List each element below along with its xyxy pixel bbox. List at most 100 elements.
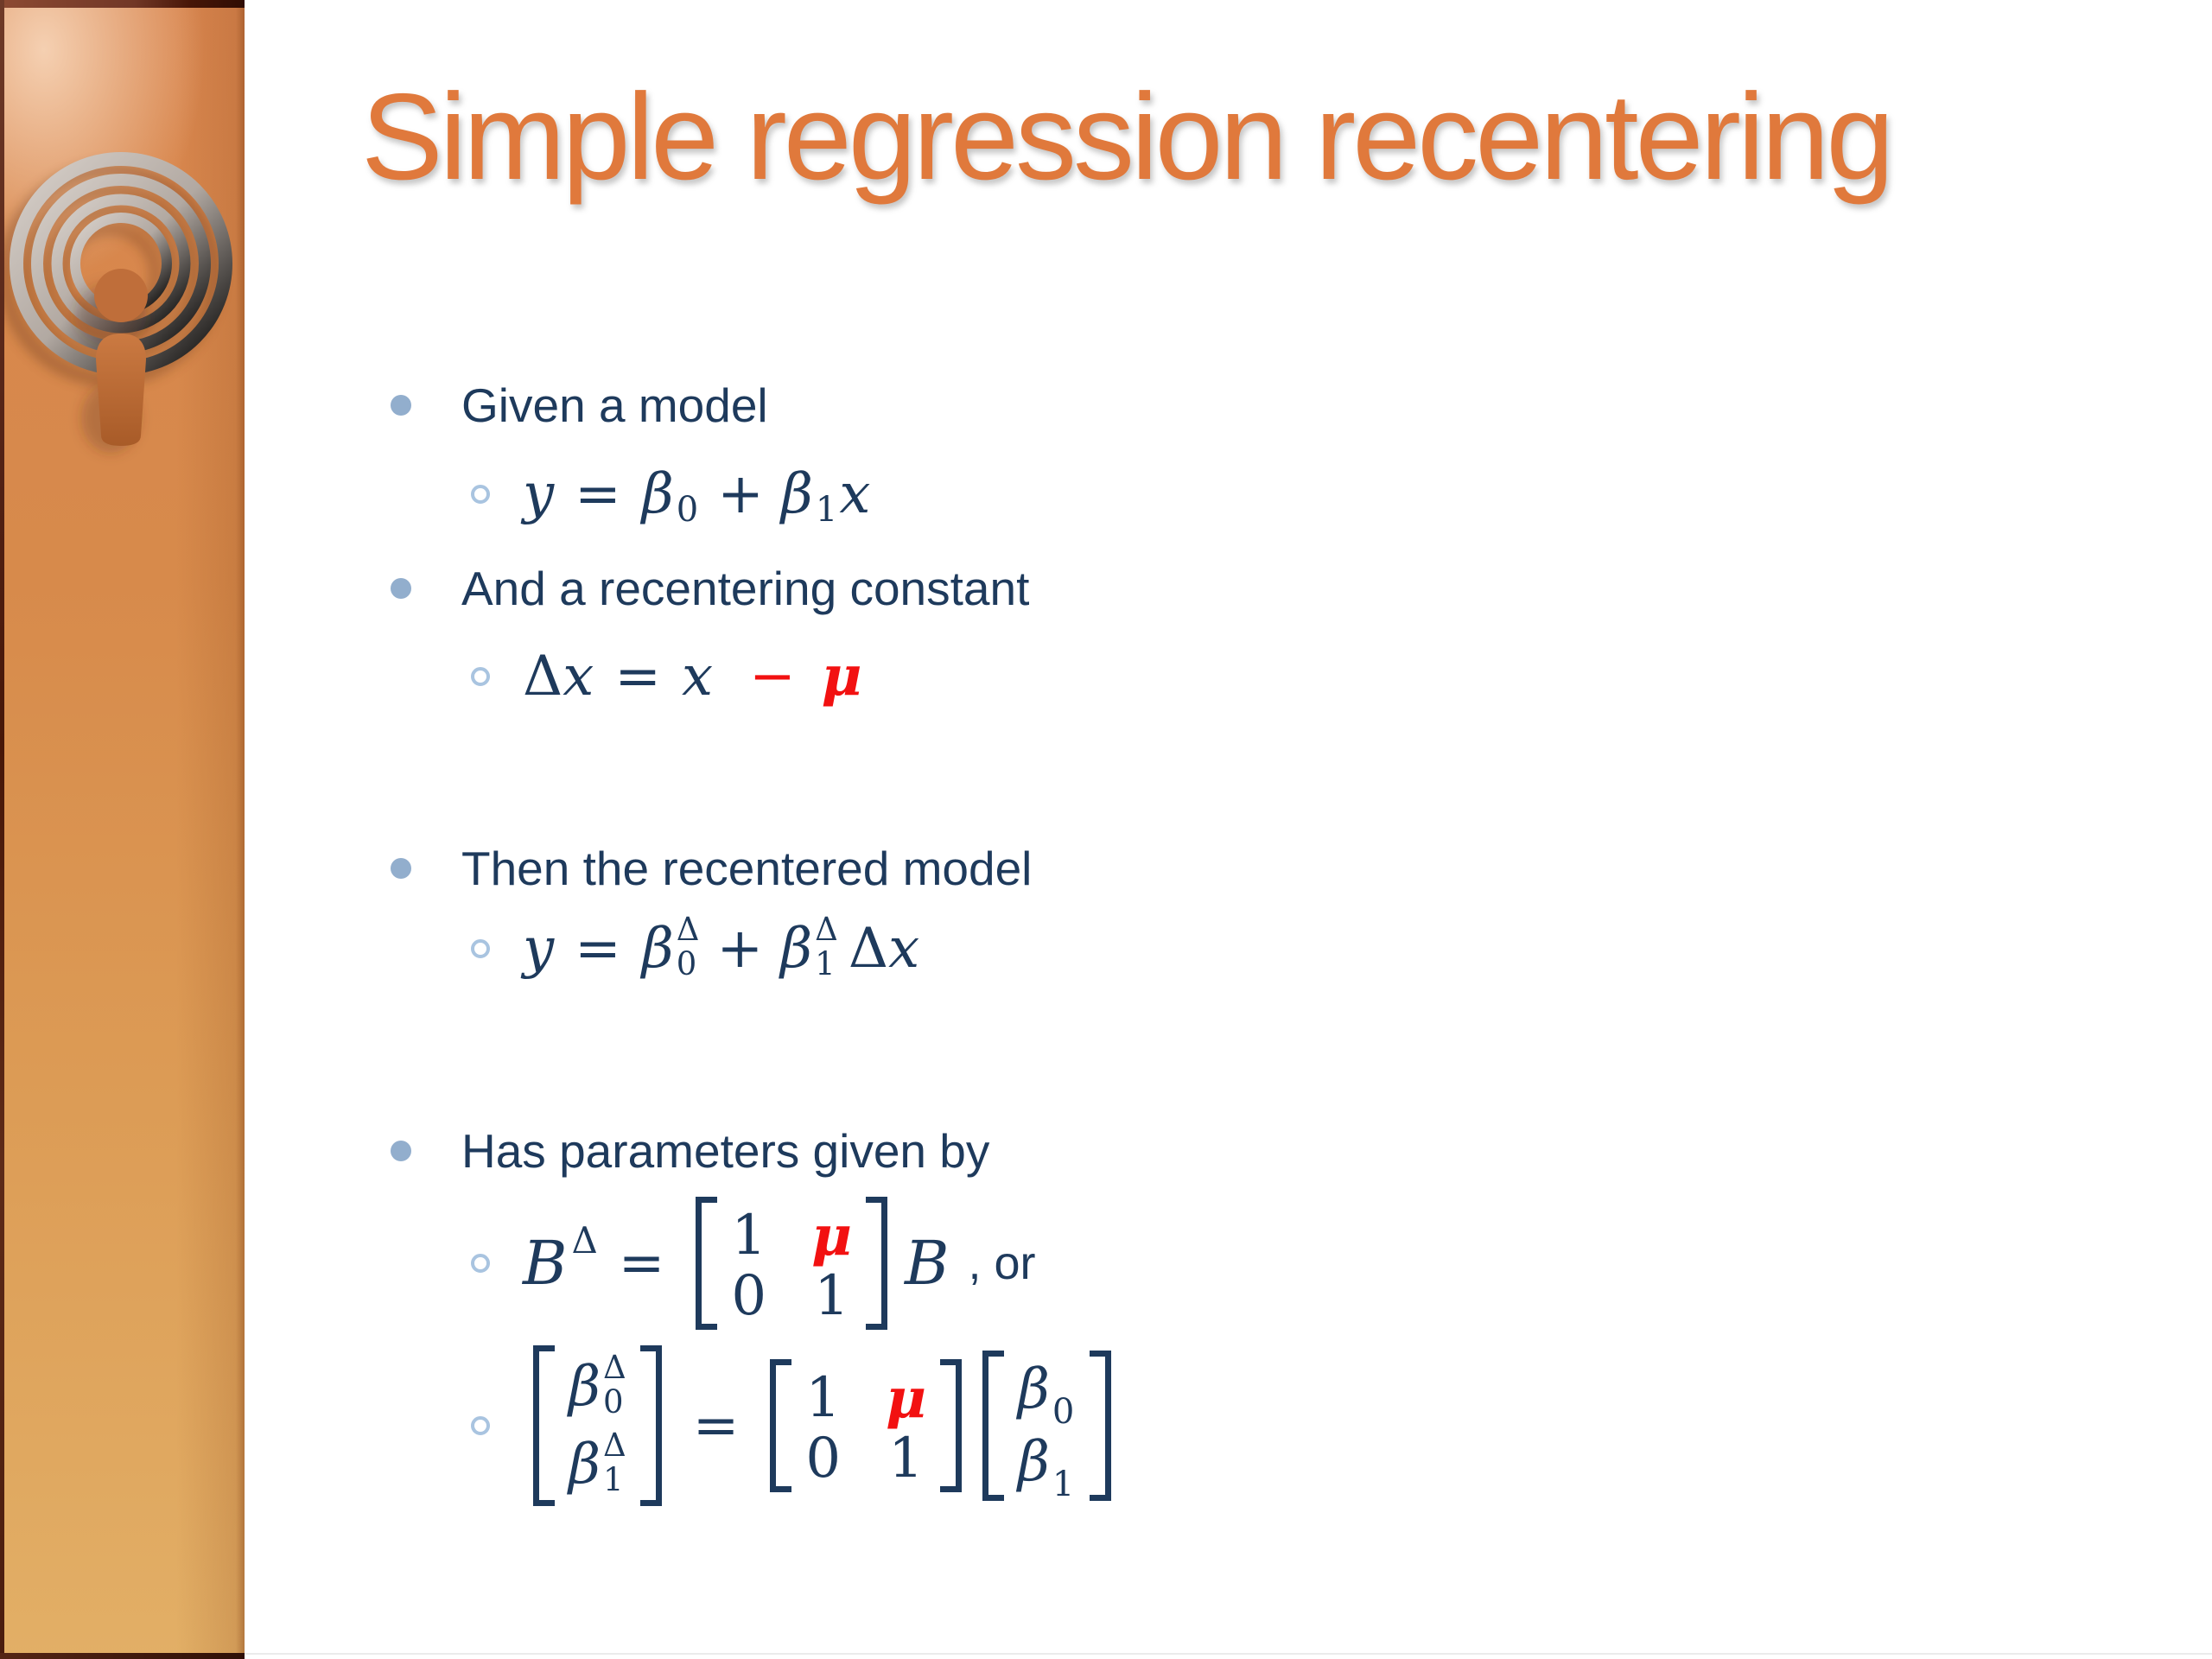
sub-bullet-circle-icon bbox=[471, 666, 490, 686]
matrix-cell: 1 bbox=[888, 1427, 924, 1491]
math-token: x bbox=[839, 462, 871, 526]
math-token: β bbox=[1017, 1357, 1050, 1421]
math-token: 0 bbox=[1052, 1391, 1075, 1432]
sidebar-decoration bbox=[0, 0, 245, 1659]
bullet-recentered-model: Then the recentered model bbox=[391, 840, 1032, 897]
equation-parameters-full: β Δ 0 β Δ 1 bbox=[471, 1345, 1122, 1506]
math-token: β bbox=[569, 1354, 601, 1419]
math-token: Δ bbox=[815, 911, 838, 948]
bullet-label: Given a model bbox=[461, 378, 768, 432]
sidebar-left-edge bbox=[0, 0, 4, 1659]
beta-delta-0: β Δ 0 bbox=[569, 1351, 626, 1421]
bullet-dot-icon bbox=[391, 578, 411, 599]
matrix-cell: β0 bbox=[1017, 1357, 1076, 1432]
beta-delta-1: β Δ 1 bbox=[569, 1427, 626, 1499]
beta-delta-vector: β Δ 0 β Δ 1 bbox=[533, 1345, 662, 1506]
math-token: μ bbox=[821, 644, 862, 709]
matrix-cells: β0 β1 bbox=[1009, 1351, 1084, 1504]
math-token: β bbox=[780, 916, 813, 981]
matrix-cell-mu: μ bbox=[811, 1204, 852, 1268]
math-token: Δ bbox=[571, 1219, 598, 1262]
matrix-cells: 1 μ 0 1 bbox=[797, 1359, 935, 1492]
matrix-bracket-left bbox=[696, 1197, 718, 1330]
supsub: Δ 0 bbox=[677, 912, 700, 982]
math-token: 1 bbox=[815, 490, 838, 530]
beta-delta-0: β Δ 0 bbox=[641, 912, 700, 983]
matrix-cells: β Δ 0 β Δ 1 bbox=[560, 1345, 635, 1506]
math-token: 0 bbox=[676, 490, 699, 530]
bullet-label: And a recentering constant bbox=[461, 562, 1030, 615]
math-token: 1 bbox=[1052, 1464, 1075, 1504]
sidebar-bottom-edge bbox=[0, 1653, 245, 1659]
recentering-matrix: 1 μ 0 1 bbox=[770, 1359, 962, 1492]
matrix-bracket-right bbox=[1090, 1350, 1112, 1501]
math-token: 0 bbox=[603, 1382, 624, 1421]
supsub: Δ 1 bbox=[603, 1427, 626, 1498]
matrix-bracket-right bbox=[639, 1345, 662, 1506]
math-token: β bbox=[569, 1432, 601, 1497]
podcast-rings-icon bbox=[0, 152, 232, 453]
math-token: B bbox=[904, 1227, 950, 1299]
bullet-parameters: Has parameters given by bbox=[391, 1122, 989, 1179]
math-token: β bbox=[780, 462, 813, 526]
sub-bullet-circle-icon bbox=[471, 1415, 490, 1435]
bullet-recentering-constant: And a recentering constant bbox=[391, 560, 1029, 617]
bullet-dot-icon bbox=[391, 395, 411, 416]
matrix-cell: 0 bbox=[805, 1427, 842, 1491]
math-token: , or bbox=[968, 1236, 1036, 1289]
math-token: x bbox=[563, 644, 594, 709]
matrix-bracket-left bbox=[770, 1359, 792, 1492]
supsub: Δ 1 bbox=[815, 912, 838, 982]
matrix-cell: 0 bbox=[731, 1264, 767, 1328]
math-token: β bbox=[641, 462, 674, 526]
slide-content: Simple regression recentering Given a mo… bbox=[245, 0, 2212, 1659]
math-token: = bbox=[692, 1393, 740, 1458]
matrix-bracket-left bbox=[982, 1350, 1004, 1501]
bullet-dot-icon bbox=[391, 858, 411, 879]
math-token: − bbox=[749, 644, 796, 709]
math-token: B bbox=[523, 1227, 568, 1299]
matrix-cell: 1 bbox=[805, 1366, 842, 1431]
matrix-cells: 1 μ 0 1 bbox=[722, 1197, 861, 1330]
math-parameters-full: β Δ 0 β Δ 1 bbox=[523, 1345, 1122, 1506]
sidebar-top-edge bbox=[0, 0, 245, 8]
math-token: 1 bbox=[603, 1460, 624, 1498]
math-token: β bbox=[1017, 1429, 1050, 1494]
math-token: Δ bbox=[848, 916, 889, 981]
math-token: + bbox=[717, 462, 764, 526]
math-token: 1 bbox=[815, 944, 836, 982]
math-token: 0 bbox=[676, 944, 697, 982]
bullet-given-model: Given a model bbox=[391, 377, 768, 434]
math-token: Δ bbox=[676, 911, 700, 948]
sub-bullet-circle-icon bbox=[471, 1253, 490, 1273]
matrix-bracket-right bbox=[939, 1359, 962, 1492]
bullet-label: Then the recentered model bbox=[461, 842, 1033, 895]
math-token: β bbox=[641, 916, 674, 981]
matrix-cell-mu: μ bbox=[886, 1366, 926, 1431]
math-token: x bbox=[681, 644, 714, 709]
slide-title: Simple regression recentering bbox=[361, 68, 1894, 206]
sub-bullet-circle-icon bbox=[471, 938, 490, 958]
math-token: Δ bbox=[603, 1349, 626, 1386]
supsub: Δ 0 bbox=[603, 1351, 626, 1420]
bullet-dot-icon bbox=[391, 1141, 411, 1161]
math-token: y bbox=[523, 916, 555, 981]
recentering-matrix: 1 μ 0 1 bbox=[696, 1197, 887, 1330]
sub-bullet-circle-icon bbox=[471, 485, 490, 504]
matrix-cell: β1 bbox=[1017, 1429, 1076, 1504]
math-token: x bbox=[888, 916, 920, 981]
bullet-label: Has parameters given by bbox=[461, 1124, 990, 1178]
math-token: = bbox=[614, 644, 661, 709]
math-token: Δ bbox=[523, 644, 563, 709]
matrix-bracket-right bbox=[865, 1197, 887, 1330]
math-token: + bbox=[716, 916, 764, 981]
math-token: = bbox=[575, 916, 621, 981]
